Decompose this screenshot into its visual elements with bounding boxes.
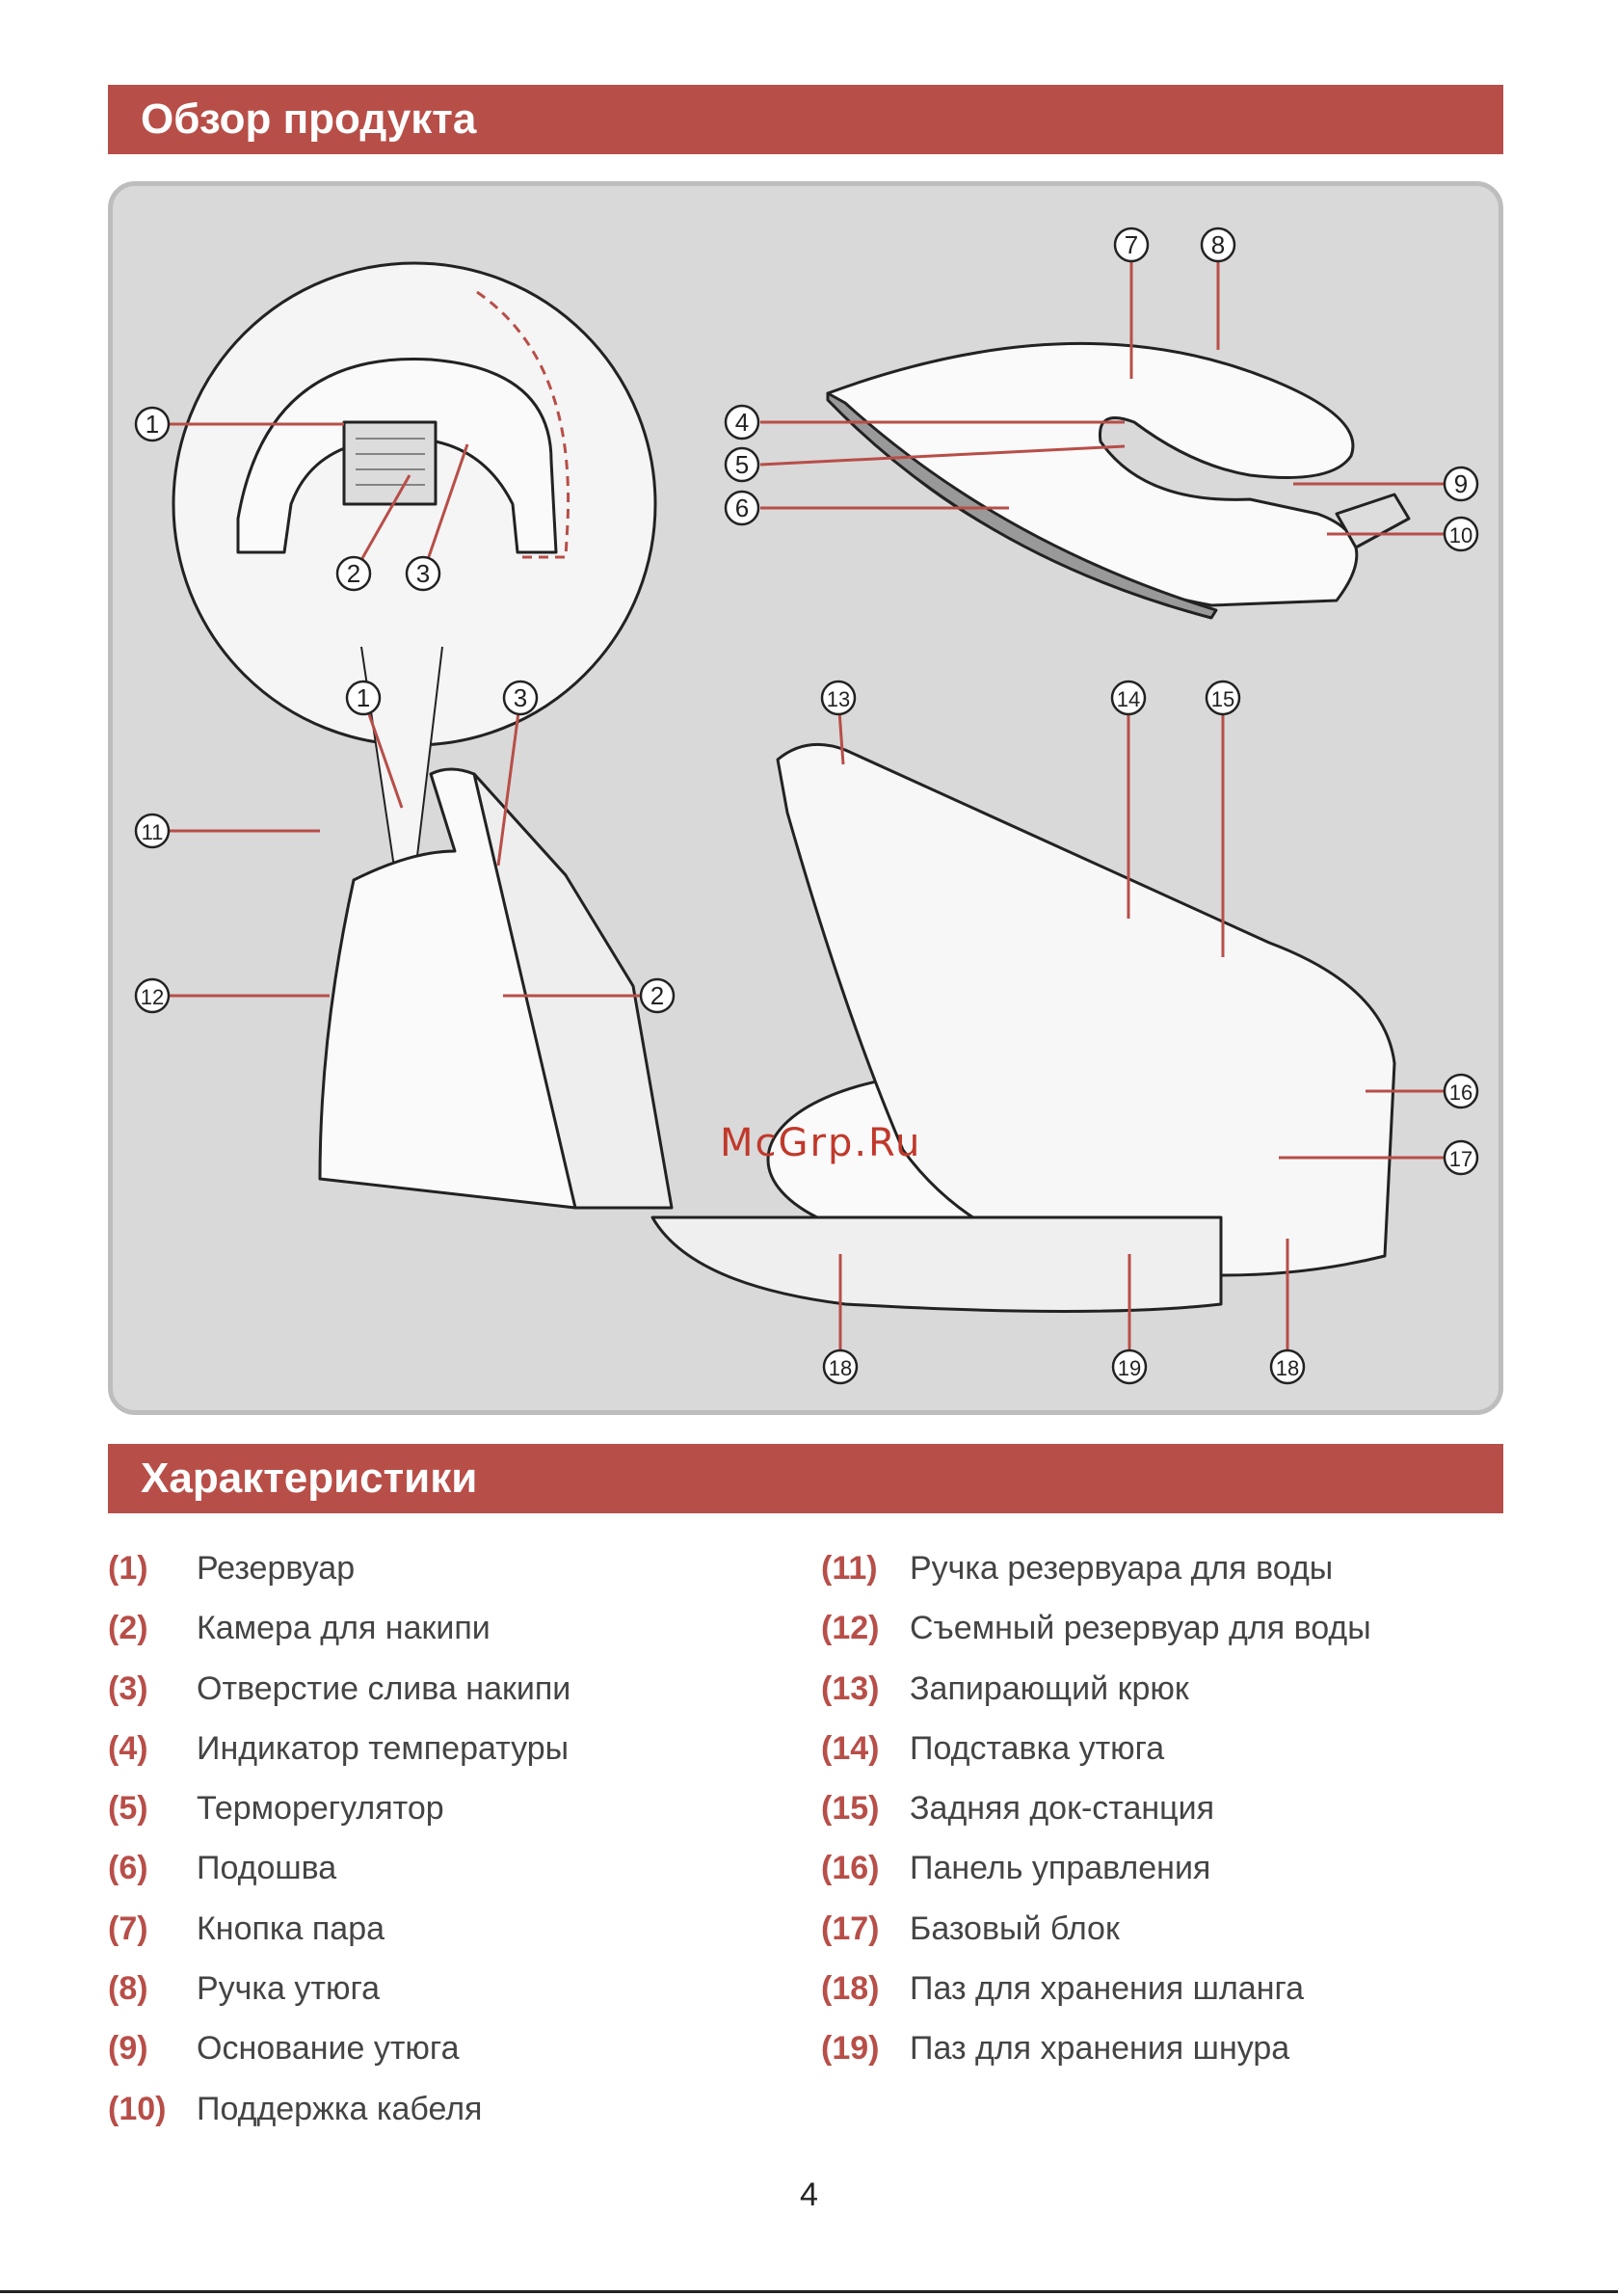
feature-item: (6)Подошва bbox=[108, 1850, 337, 1887]
callout-label: 14 bbox=[1117, 687, 1140, 711]
callout-label: 6 bbox=[735, 494, 749, 522]
callout-circle bbox=[502, 680, 539, 716]
feature-item: (3)Отверстие слива накипи bbox=[108, 1669, 571, 1707]
section-title-overview: Обзор продукта bbox=[108, 85, 1503, 154]
callout-label: 8 bbox=[1211, 230, 1225, 259]
feature-item: (11)Ручка резервуара для воды bbox=[821, 1550, 1334, 1587]
callout-label: 18 bbox=[1276, 1356, 1299, 1380]
callout-label: 7 bbox=[1125, 230, 1138, 259]
callout-circle bbox=[134, 406, 171, 442]
section-title-features: Характеристики bbox=[108, 1444, 1503, 1513]
feature-item: (2)Камера для накипи bbox=[108, 1610, 491, 1647]
feature-item: (19)Паз для хранения шнура bbox=[821, 2030, 1290, 2068]
feature-item: (10)Поддержка кабеля bbox=[108, 2090, 483, 2127]
callout-circle bbox=[1443, 1073, 1479, 1109]
callout-circle bbox=[134, 813, 171, 849]
callout-circle bbox=[1113, 227, 1150, 263]
callout-circle bbox=[822, 1348, 859, 1385]
callout-label: 1 bbox=[146, 410, 159, 439]
callout-circle bbox=[1443, 466, 1479, 502]
callout-label: 15 bbox=[1211, 687, 1234, 711]
callout-circle bbox=[335, 555, 372, 592]
feature-item: (8)Ручка утюга bbox=[108, 1970, 381, 2008]
callout-label: 18 bbox=[829, 1356, 852, 1380]
features-list-right: (11)Ручка резервуара для воды (12)Съемны… bbox=[821, 1547, 1371, 2088]
feature-item: (1)Резервуар bbox=[108, 1550, 356, 1587]
callout-label: 2 bbox=[347, 559, 360, 588]
callout-circle bbox=[1443, 516, 1479, 552]
callout-circle bbox=[1205, 680, 1241, 716]
callout-circle bbox=[405, 555, 441, 592]
feature-item: (18)Паз для хранения шланга bbox=[821, 1970, 1305, 2008]
callout-label: 11 bbox=[142, 820, 164, 844]
bottom-rule bbox=[0, 2290, 1618, 2293]
features-list-left: (1)Резервуар (2)Камера для накипи (3)Отв… bbox=[108, 1547, 570, 2148]
features-title-text: Характеристики bbox=[141, 1455, 478, 1502]
feature-item: (16)Панель управления bbox=[821, 1850, 1211, 1887]
callout-circle bbox=[1443, 1139, 1479, 1176]
callout-circle bbox=[1200, 227, 1236, 263]
callout-label: 17 bbox=[1449, 1147, 1472, 1171]
callout-label: 2 bbox=[650, 981, 664, 1010]
callout-label: 5 bbox=[735, 450, 749, 479]
callout-circle bbox=[724, 446, 760, 483]
base-station-bottom bbox=[650, 1215, 1223, 1313]
callout-circle bbox=[724, 490, 760, 526]
watermark: McGrp.Ru bbox=[720, 1121, 922, 1165]
callout-label: 3 bbox=[416, 559, 430, 588]
callout-circle bbox=[724, 404, 760, 441]
feature-item: (12)Съемный резервуар для воды bbox=[821, 1610, 1371, 1647]
callout-label: 16 bbox=[1449, 1081, 1472, 1105]
callout-label: 1 bbox=[357, 683, 370, 712]
callout-circle bbox=[345, 680, 382, 716]
callout-circle bbox=[1111, 1348, 1148, 1385]
zoom-drain-dashed bbox=[476, 290, 570, 559]
callout-circle bbox=[639, 977, 676, 1014]
callout-label: 9 bbox=[1454, 469, 1468, 498]
callout-label: 3 bbox=[514, 683, 527, 712]
feature-item: (17)Базовый блок bbox=[821, 1909, 1120, 1947]
feature-item: (9)Основание утюга bbox=[108, 2030, 460, 2068]
zoom-pointer bbox=[360, 646, 443, 881]
feature-item: (5)Терморегулятор bbox=[108, 1790, 444, 1828]
callout-circle bbox=[134, 977, 171, 1014]
callout-label: 19 bbox=[1118, 1356, 1141, 1380]
callout-circle bbox=[1269, 1348, 1306, 1385]
callout-label: 10 bbox=[1449, 523, 1472, 547]
feature-item: (13)Запирающий крюк bbox=[821, 1669, 1189, 1707]
callout-circle bbox=[820, 680, 857, 716]
zoom-tank-grid bbox=[356, 438, 425, 486]
zoom-tank-opening bbox=[342, 420, 438, 506]
feature-item: (7)Кнопка пара bbox=[108, 1909, 385, 1947]
callout-circle bbox=[1110, 680, 1147, 716]
iron-soleplate bbox=[826, 391, 1218, 620]
callout-label: 13 bbox=[827, 687, 850, 711]
feature-item: (15)Задняя док-станция bbox=[821, 1790, 1215, 1828]
callout-label: 12 bbox=[141, 985, 164, 1009]
feature-item: (4)Индикатор температуры bbox=[108, 1729, 570, 1767]
callout-label: 4 bbox=[735, 408, 749, 437]
tank-unit-front bbox=[472, 772, 674, 1210]
feature-item: (14)Подставка утюга bbox=[821, 1729, 1165, 1767]
page-number: 4 bbox=[800, 2176, 818, 2213]
overview-title-text: Обзор продукта bbox=[141, 95, 477, 143]
